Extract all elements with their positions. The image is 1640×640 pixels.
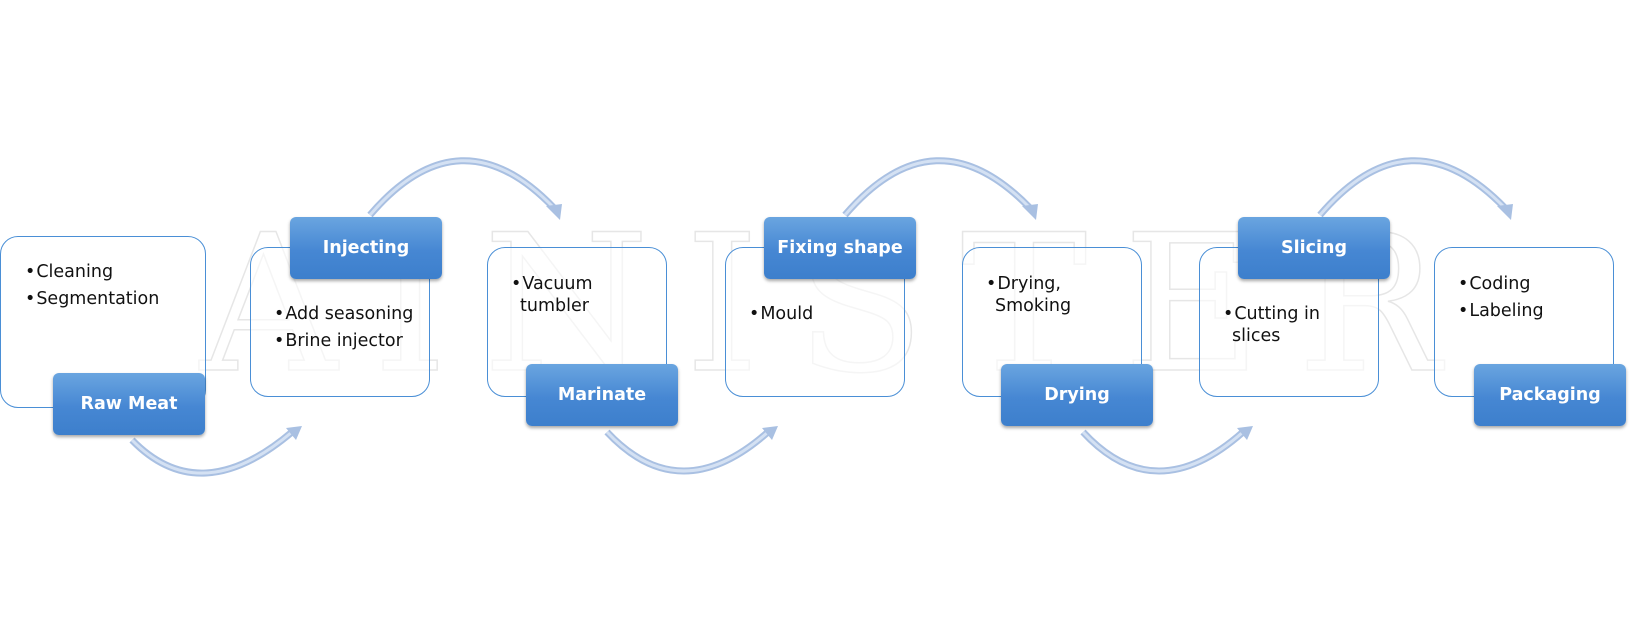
step-item: Segmentation [24,288,159,310]
step-label-slicing: Slicing [1238,217,1390,279]
arrow-slicing-to-packaging [1317,157,1513,220]
step-item: Coding [1457,273,1607,295]
step-item: Cleaning [24,261,159,283]
step-label-packaging: Packaging [1474,364,1626,426]
arrow-injecting-to-marinate [367,157,562,220]
step-item: Cutting in slices [1222,303,1342,347]
step-label-raw-meat: Raw Meat [53,373,205,435]
step-item: Drying, Smoking [985,273,1095,317]
arrow-fixing-to-drying [842,157,1038,220]
step-label-marinate: Marinate [526,364,678,426]
step-item: Mould [748,303,898,325]
arrow-drying-to-slicing [1080,426,1253,475]
step-item: Vacuum tumbler [510,273,620,317]
step-label-injecting: Injecting [290,217,442,279]
arrow-marinate-to-fixing [604,426,778,475]
step-item: Labeling [1457,300,1607,322]
step-item: Add seasoning [273,303,423,325]
arrow-raw-to-injecting [129,426,302,477]
step-label-fixing-shape: Fixing shape [764,217,916,279]
step-item: Brine injector [273,330,423,352]
step-label-drying: Drying [1001,364,1153,426]
